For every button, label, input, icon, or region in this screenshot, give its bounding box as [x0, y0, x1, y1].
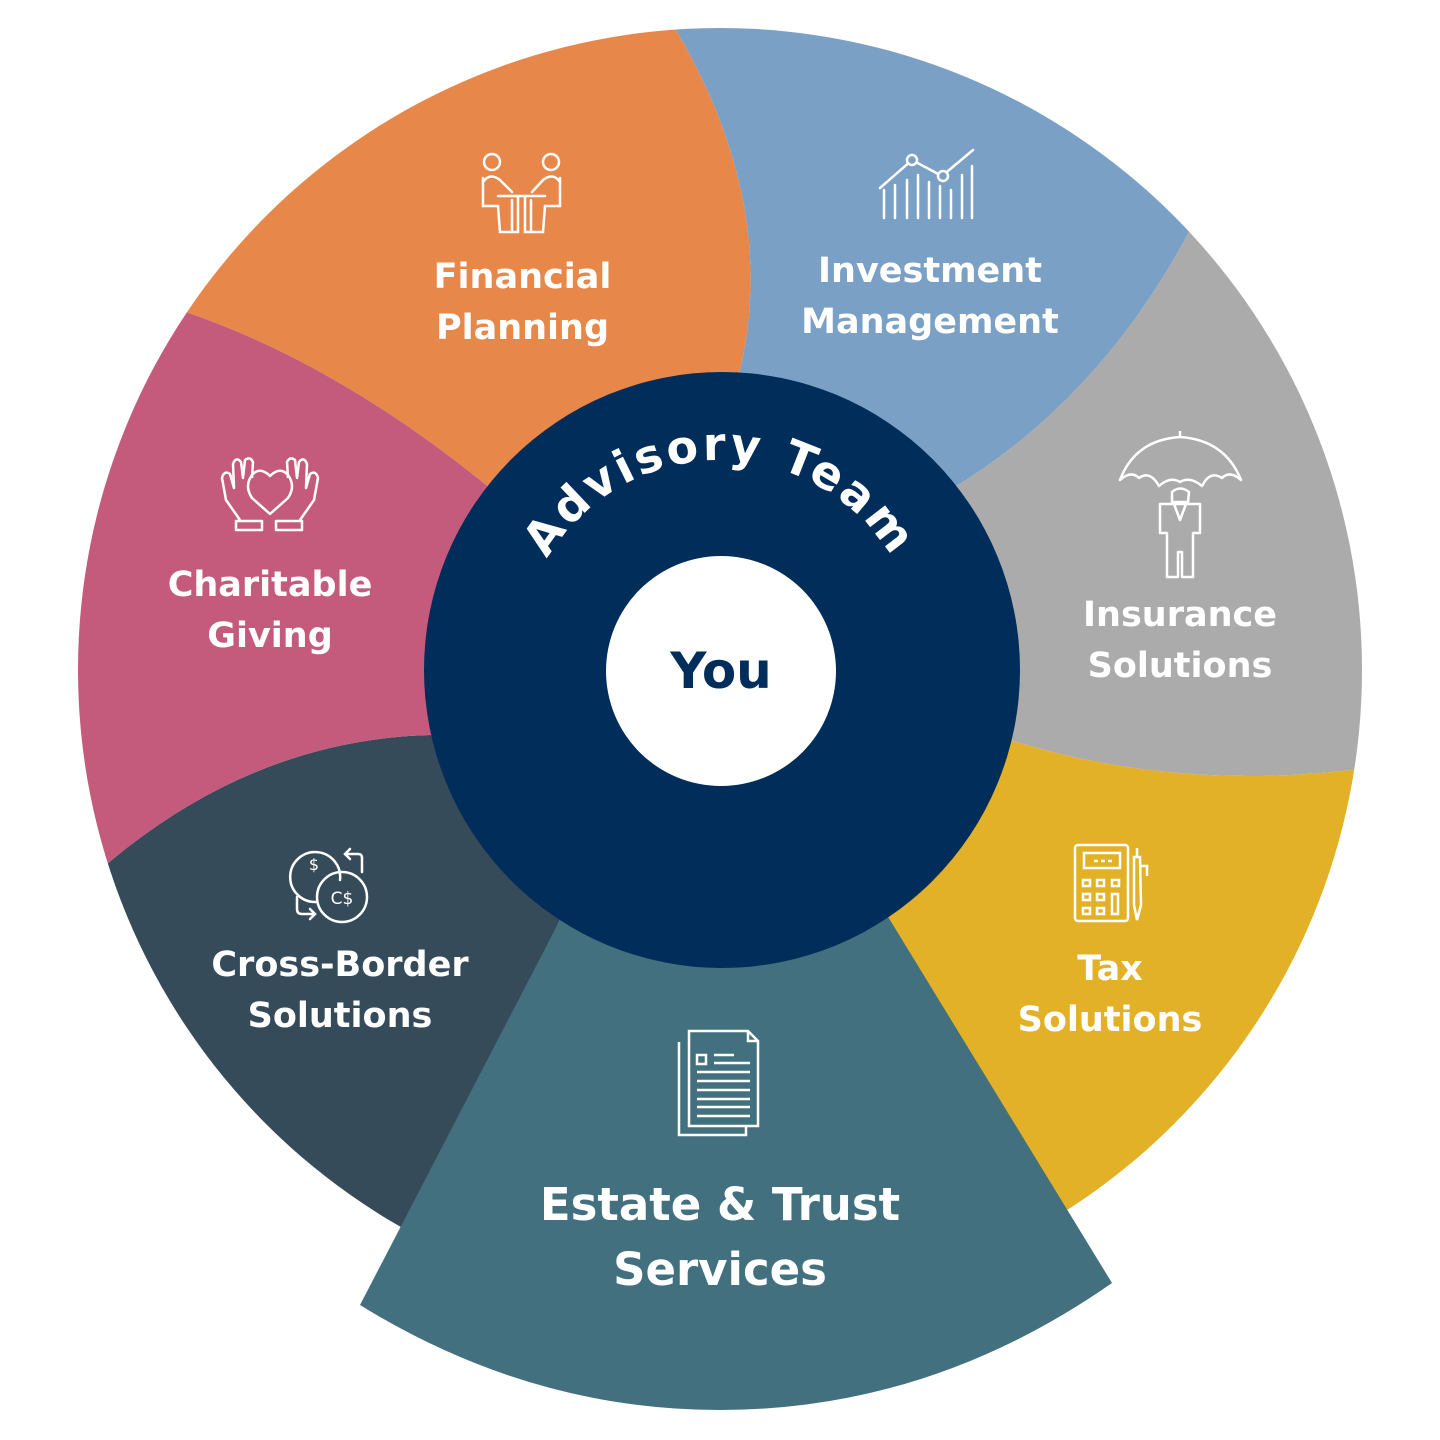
calculator-pen-icon [1073, 843, 1149, 923]
meeting-table-icon [481, 152, 562, 234]
svg-text:C$: C$ [331, 889, 354, 909]
currency-exchange-icon: $ C$ [288, 847, 369, 924]
you-core-circle [606, 556, 836, 786]
documents-icon [677, 1029, 760, 1137]
segment-estate-trust-services[interactable] [360, 670, 1112, 1410]
you-label: You [670, 642, 772, 700]
line-bar-chart-icon [878, 148, 975, 220]
svg-text:$: $ [309, 855, 319, 874]
umbrella-person-icon [1118, 431, 1243, 579]
hands-heart-icon [220, 457, 320, 532]
segment-charitable-giving[interactable] [20, 300, 720, 870]
